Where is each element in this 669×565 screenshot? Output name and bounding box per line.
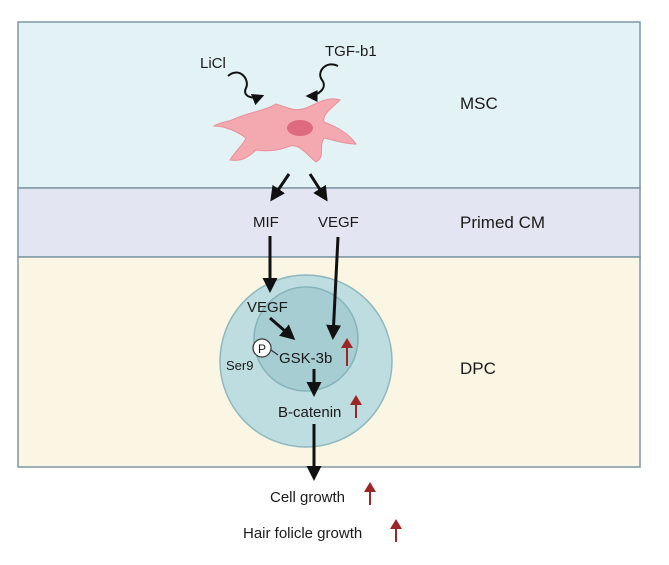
dpc-layer-label: DPC [460, 359, 496, 378]
hair-folicle-growth-label: Hair folicle growth [243, 525, 362, 542]
inner-vegf-label: VEGF [247, 299, 288, 316]
dpc-cell-nucleus [253, 286, 359, 392]
licl-arrow [227, 71, 265, 106]
phospho-badge [252, 338, 272, 358]
msc-nucleus [287, 120, 313, 136]
ser9-label: Ser9 [226, 358, 253, 373]
gsk-up-arrowhead [341, 338, 353, 348]
phospho-label: P [258, 342, 266, 356]
vegf-to-gsk-arrow [326, 236, 342, 340]
hair-folicle-up-arrowhead [390, 519, 402, 529]
msc-to-mif-arrow [270, 173, 291, 202]
primed-cm-layer-label: Primed CM [460, 213, 545, 232]
primed-cm-band [17, 187, 641, 258]
msc-cell-icon [212, 98, 357, 163]
gsk-label: GSK-3b [279, 350, 332, 367]
mif-label: MIF [253, 214, 279, 231]
cell-growth-label: Cell growth [270, 489, 345, 506]
licl-label: LiCl [200, 55, 226, 72]
tgf-b1-label: TGF-b1 [325, 43, 377, 60]
msc-to-vegf-arrow [308, 173, 328, 202]
bcatenin-label: B-catenin [278, 404, 341, 421]
inner-vegf-to-gsk-arrow [269, 316, 296, 340]
bcatenin-up-arrowhead [350, 395, 362, 405]
msc-layer-label: MSC [460, 94, 498, 113]
tgf-b1-arrow [305, 63, 339, 102]
vegf-label: VEGF [318, 214, 359, 231]
cell-growth-up-arrowhead [364, 482, 376, 492]
phospho-link [270, 349, 279, 356]
